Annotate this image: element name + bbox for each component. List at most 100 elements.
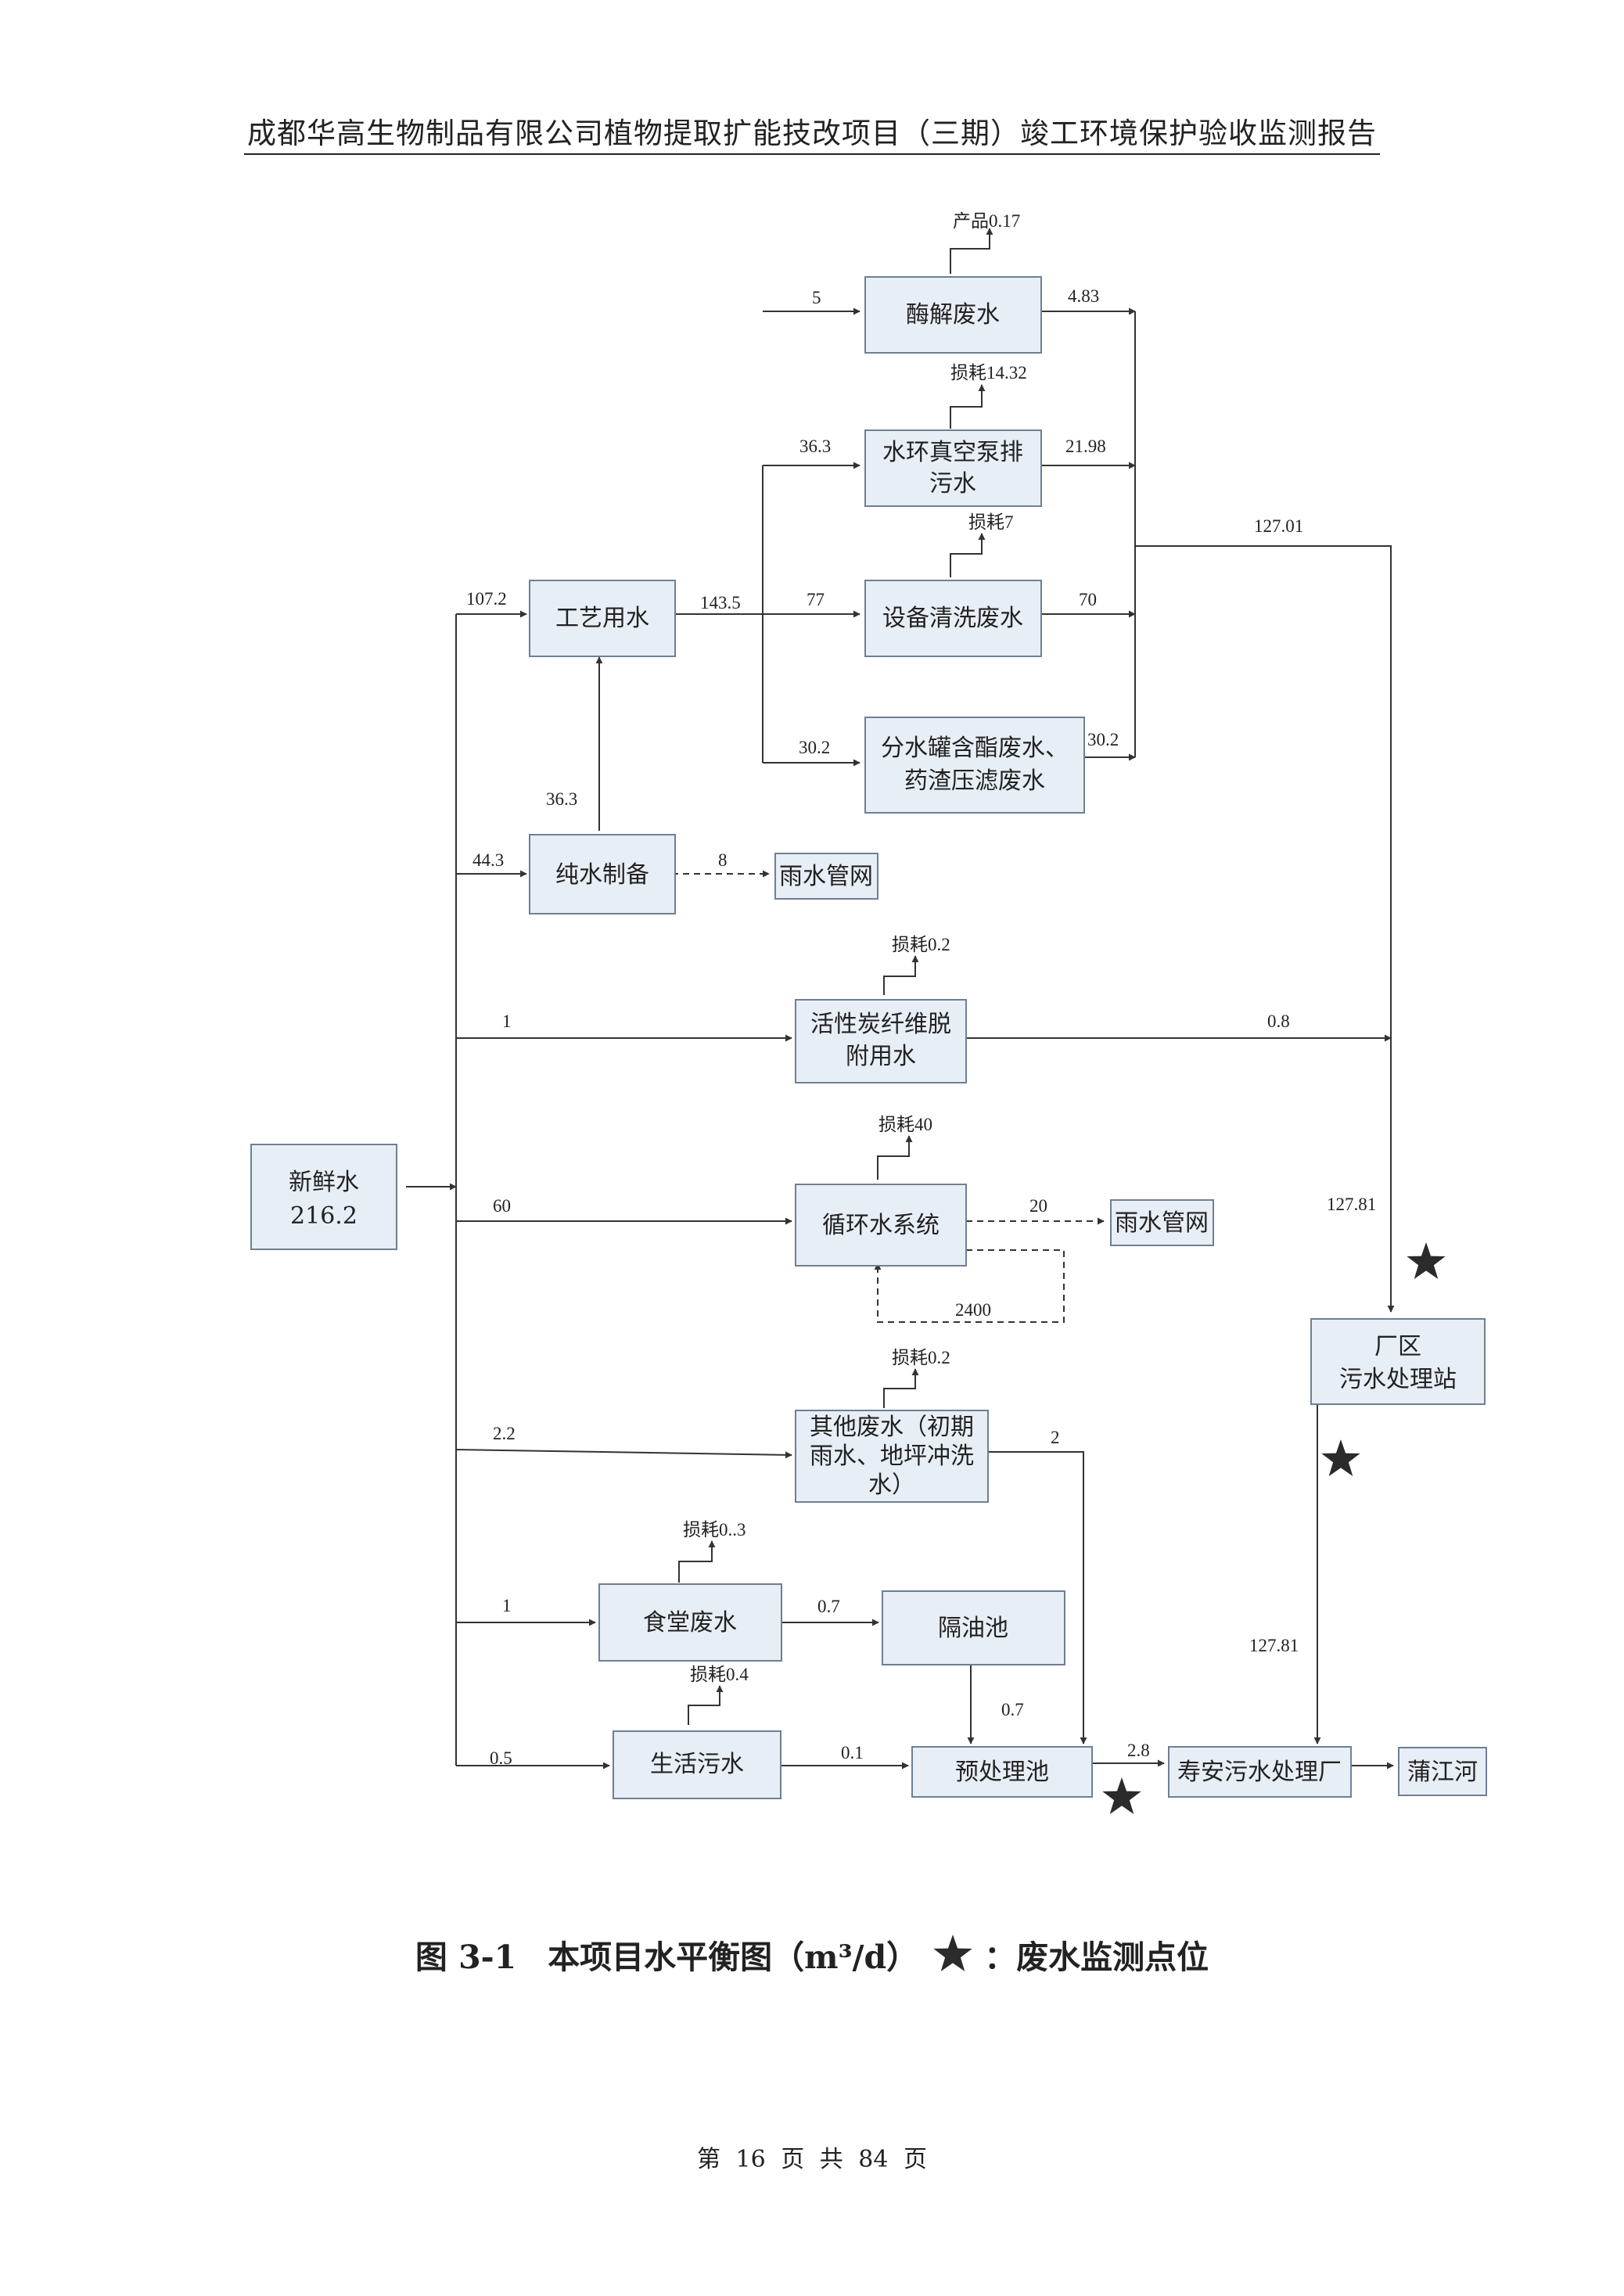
flow-label: 损耗14.32 bbox=[950, 363, 1027, 383]
page-footer: 第 16 页 共 84 页 bbox=[696, 2146, 928, 2173]
flow-label: 44.3 bbox=[472, 850, 504, 870]
flow-line-to-other bbox=[455, 1449, 792, 1459]
node-label: 循环水系统 bbox=[822, 1212, 940, 1239]
flow-label: 36.3 bbox=[546, 789, 577, 809]
flow-labels: 产品0.17 5 4.83 损耗14.32 36.3 21.98 127.01 … bbox=[466, 211, 1376, 1768]
flow-label: 8 bbox=[718, 850, 728, 870]
other-out-line bbox=[985, 1451, 1087, 1744]
product-out-line bbox=[950, 228, 993, 274]
node-label: 雨水、地坪冲洗 bbox=[810, 1443, 974, 1470]
node-label: 寿安污水处理厂 bbox=[1177, 1759, 1342, 1786]
node-label: 工艺用水 bbox=[555, 605, 649, 632]
flow-label: 0.7 bbox=[817, 1597, 840, 1616]
node-grease-trap: 隔油池 bbox=[882, 1590, 1065, 1665]
node-label: 活性炭纤维脱 bbox=[810, 1011, 951, 1038]
water-balance-diagram: 新鲜水 216.2 工艺用水 酶解废水 水环真空泵排 污水 设备清洗废水 分水罐… bbox=[250, 211, 1487, 1814]
flow-label: 127.81 bbox=[1249, 1636, 1299, 1655]
node-label: 隔油池 bbox=[938, 1615, 1008, 1642]
flow-label: 损耗0..3 bbox=[683, 1520, 746, 1540]
node-pure-water: 纯水制备 bbox=[529, 834, 676, 914]
loss-equip-line bbox=[950, 533, 986, 577]
loss-domestic-line bbox=[688, 1685, 724, 1725]
flow-label: 产品0.17 bbox=[953, 211, 1020, 231]
flow-label: 127.01 bbox=[1254, 516, 1303, 536]
flow-label: 2.8 bbox=[1127, 1741, 1150, 1760]
node-label: 水） bbox=[868, 1471, 915, 1499]
node-label: 雨水管网 bbox=[779, 863, 873, 890]
node-plant-wwtp: 厂区 污水处理站 bbox=[1310, 1318, 1486, 1405]
figure-caption: 图 3-1 本项目水平衡图（m³/d） ：废水监测点位 bbox=[0, 1931, 1624, 1978]
figure-title: 本项目水平衡图（m³/d） bbox=[548, 1938, 919, 1976]
flow-label: 损耗0.2 bbox=[892, 1348, 950, 1367]
flow-label: 127.81 bbox=[1327, 1195, 1376, 1214]
node-activated-carbon: 活性炭纤维脱 附用水 bbox=[795, 999, 967, 1083]
node-label: 216.2 bbox=[290, 1202, 357, 1230]
flow-label: 107.2 bbox=[466, 589, 507, 609]
node-fresh-water: 新鲜水 216.2 bbox=[250, 1144, 397, 1250]
node-label: 设备清洗废水 bbox=[882, 605, 1023, 632]
node-label: 雨水管网 bbox=[1115, 1209, 1209, 1237]
loss-carbon-line bbox=[883, 955, 919, 995]
flow-label: 2.2 bbox=[493, 1424, 516, 1443]
flow-label: 30.2 bbox=[799, 738, 830, 757]
flow-label: 损耗7 bbox=[968, 512, 1014, 532]
node-label: 酶解废水 bbox=[906, 301, 1000, 329]
flow-label: 0.8 bbox=[1267, 1011, 1290, 1031]
circ-recycle-line bbox=[874, 1249, 1065, 1323]
node-circulating-water: 循环水系统 bbox=[795, 1184, 967, 1267]
flow-label: 70 bbox=[1079, 590, 1097, 609]
node-label: 蒲江河 bbox=[1407, 1759, 1478, 1786]
flow-label: 5 bbox=[812, 288, 821, 307]
node-label: 纯水制备 bbox=[555, 861, 649, 889]
monitoring-star-icon bbox=[1321, 1439, 1360, 1476]
node-label: 食堂废水 bbox=[643, 1609, 737, 1637]
flow-label: 0.5 bbox=[490, 1748, 512, 1768]
node-pretreatment: 预处理池 bbox=[911, 1746, 1093, 1798]
figure-number: 图 3-1 bbox=[415, 1938, 517, 1976]
node-label: 预处理池 bbox=[955, 1759, 1049, 1786]
node-label: 厂区 bbox=[1374, 1333, 1421, 1360]
node-separator: 分水罐含酯废水、 药渣压滤废水 bbox=[864, 717, 1085, 814]
flow-label: 20 bbox=[1029, 1196, 1047, 1216]
node-equipment-cleaning: 设备清洗废水 bbox=[864, 580, 1042, 657]
report-header: 成都华高生物制品有限公司植物提取扩能技改项目（三期）竣工环境保护验收监测报告 bbox=[247, 117, 1377, 150]
node-canteen: 食堂废水 bbox=[598, 1583, 782, 1662]
node-process-water: 工艺用水 bbox=[529, 580, 676, 657]
flow-label: 0.7 bbox=[1001, 1700, 1024, 1719]
node-label: 其他废水（初期 bbox=[810, 1414, 974, 1441]
loss-circ-line bbox=[877, 1135, 913, 1180]
loss-other-line bbox=[883, 1368, 919, 1408]
node-label: 分水罐含酯废水、 bbox=[881, 735, 1069, 762]
connectors bbox=[406, 228, 1395, 1770]
node-vacuum-pump: 水环真空泵排 污水 bbox=[864, 429, 1042, 507]
flow-label: 损耗40 bbox=[878, 1115, 932, 1134]
node-label: 水环真空泵排 bbox=[882, 439, 1023, 466]
flow-label: 损耗0.4 bbox=[690, 1665, 749, 1684]
node-other-wastewater: 其他废水（初期 雨水、地坪冲洗 水） bbox=[795, 1410, 989, 1503]
node-domestic: 生活污水 bbox=[613, 1730, 781, 1799]
node-label: 污水 bbox=[929, 470, 976, 498]
monitoring-star-icon bbox=[1407, 1242, 1446, 1279]
node-rain-network-2: 雨水管网 bbox=[1110, 1199, 1214, 1246]
monitoring-points bbox=[1102, 1242, 1446, 1814]
monitoring-star-icon bbox=[1102, 1777, 1141, 1814]
node-rain-network-1: 雨水管网 bbox=[774, 853, 878, 900]
legend-text: ：废水监测点位 bbox=[984, 1938, 1209, 1976]
flow-label: 30.2 bbox=[1087, 730, 1119, 749]
loss-canteen-line bbox=[678, 1540, 716, 1583]
flow-label: 2 bbox=[1051, 1428, 1060, 1447]
flow-label: 36.3 bbox=[799, 437, 831, 456]
flow-label: 0.1 bbox=[841, 1743, 864, 1762]
combined-to-plant-line bbox=[1135, 545, 1395, 1313]
flow-label: 143.5 bbox=[700, 593, 741, 613]
legend-star-icon bbox=[933, 1935, 972, 1971]
flow-label: 损耗0.2 bbox=[892, 935, 950, 954]
node-label: 药渣压滤废水 bbox=[904, 767, 1045, 795]
flow-label: 60 bbox=[493, 1196, 511, 1216]
flow-label: 1 bbox=[502, 1596, 512, 1615]
node-shouan-wwtp: 寿安污水处理厂 bbox=[1168, 1746, 1352, 1798]
node-label: 附用水 bbox=[846, 1043, 916, 1070]
node-enzymolysis: 酶解废水 bbox=[864, 276, 1042, 354]
flow-label: 1 bbox=[502, 1011, 512, 1031]
node-river: 蒲江河 bbox=[1398, 1747, 1487, 1796]
